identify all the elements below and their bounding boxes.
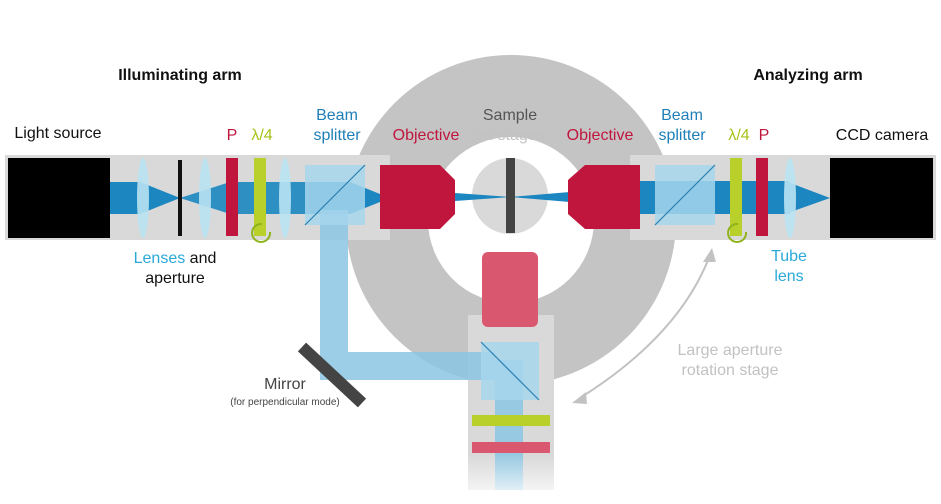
illuminating-beam-diverging <box>180 182 310 214</box>
right-polarizer-label: P <box>759 127 770 144</box>
rotation-stage-label-2: rotation stage <box>682 362 779 379</box>
right-objective-shape <box>568 165 640 229</box>
ccd-camera-block <box>830 158 933 238</box>
right-polarizer-element <box>756 158 768 236</box>
left-waveplate-rotation-arrow <box>251 222 272 243</box>
rotation-arrow-head-bottom <box>572 392 587 404</box>
bottom-waveplate-element <box>472 415 550 426</box>
left-objective-shape <box>380 165 455 229</box>
bottom-polarizer-element <box>472 442 550 453</box>
illuminating-arm-title: Illuminating arm <box>118 67 242 84</box>
ccd-camera-label: CCD camera <box>836 127 929 144</box>
right-objective-label: Objective <box>567 127 634 144</box>
left-waveplate-label: λ/4 <box>251 127 272 144</box>
right-beam-splitter-label-2: splitter <box>658 127 706 144</box>
left-polarizer-label: P <box>227 127 238 144</box>
right-waveplate-element <box>730 158 742 236</box>
aperture-bar <box>178 160 182 236</box>
left-polarizer-element <box>226 158 238 236</box>
tube-lens-label-2: lens <box>774 268 803 285</box>
lenses-word: Lenses <box>134 250 186 267</box>
right-waveplate-label: λ/4 <box>728 127 749 144</box>
light-source-block <box>8 158 110 238</box>
on-stages-label: on stages <box>475 127 544 144</box>
sample-slide <box>506 158 515 233</box>
tube-lens-label-1: Tube <box>771 248 807 265</box>
beam-into-sample <box>455 193 510 201</box>
mirror-label: Mirror <box>264 376 306 393</box>
left-beam-splitter-diagonal <box>304 164 366 226</box>
tube-lens-shape <box>784 158 796 238</box>
right-waveplate-rotation-arrow <box>727 222 748 243</box>
light-source-label: Light source <box>14 125 101 142</box>
analyzing-arm-title: Analyzing arm <box>753 67 862 84</box>
lenses-and-label: Lenses and <box>134 250 217 267</box>
bottom-fade <box>460 455 570 504</box>
illuminating-lenses <box>137 158 291 238</box>
left-beam-splitter-label-2: splitter <box>313 127 361 144</box>
rotation-stage-label-1: Large aperture <box>678 342 783 359</box>
left-beam-splitter-label-1: Beam <box>316 107 358 124</box>
rotation-arrow-head-top <box>703 248 716 262</box>
right-beam-splitter-diagonal <box>654 164 716 226</box>
bottom-beam-splitter-diagonal <box>480 341 540 401</box>
left-objective-label: Objective <box>393 127 460 144</box>
analyzing-beam-focus <box>785 181 830 214</box>
sample-label: Sample <box>483 107 537 124</box>
aperture-label: aperture <box>145 270 205 287</box>
left-waveplate-element <box>254 158 266 236</box>
rotation-arrow <box>579 254 711 399</box>
beam-out-of-sample <box>510 192 570 202</box>
bottom-objective-shape <box>482 252 538 327</box>
right-beam-splitter-label-1: Beam <box>661 107 703 124</box>
mirror-note-label: (for perpendicular mode) <box>230 397 340 408</box>
mirror-element <box>297 342 367 408</box>
and-word: and <box>185 250 216 267</box>
